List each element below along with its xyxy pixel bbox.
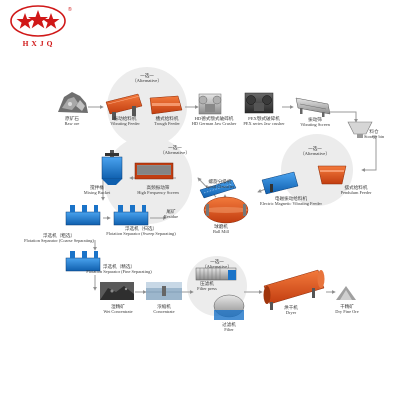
logo-text: HXJQ bbox=[22, 39, 56, 48]
wet-concentrate-image bbox=[100, 282, 134, 300]
registered-mark: ® bbox=[68, 6, 72, 13]
background-bubbles bbox=[104, 67, 353, 316]
alternative-label-4: 一选一（Alternative） bbox=[202, 259, 232, 270]
vibrating-screen-machine bbox=[295, 97, 331, 117]
filter-press-machine bbox=[195, 267, 237, 281]
pex-jaw-crusher-machine bbox=[244, 92, 274, 114]
pendulum-feeder-machine bbox=[317, 165, 347, 185]
ball-mill-machine bbox=[203, 196, 249, 224]
label-flotation-fine: 浮选机（精选）Flotation Separator (Fine Separat… bbox=[86, 264, 152, 274]
star-icon bbox=[16, 13, 34, 29]
alternative-label-1: 一选一（Alternative） bbox=[132, 73, 162, 84]
high-frequency-screen-machine bbox=[134, 162, 174, 180]
trough-feeder-machine bbox=[149, 95, 183, 115]
em-vibrating-feeder-machine bbox=[261, 171, 299, 195]
star-icon bbox=[28, 10, 48, 29]
star-icon bbox=[42, 13, 60, 29]
hd-jaw-crusher-machine bbox=[198, 93, 222, 115]
label-flotation-coarse: 浮选机（粗选）Flotation Separator (Coarse Separ… bbox=[24, 233, 94, 243]
flotation-sweep-machine bbox=[113, 205, 149, 226]
alternative-label-3: 一选一（Alternative） bbox=[160, 145, 190, 156]
concentrate-tank-image bbox=[146, 282, 182, 300]
spiral-classifier-machine bbox=[199, 179, 237, 199]
flotation-fine-machine bbox=[65, 251, 101, 272]
raw-ore-image bbox=[58, 92, 88, 113]
storage-bin-icon bbox=[347, 121, 373, 138]
alternative-label-2: 一选一（Alternative） bbox=[300, 146, 330, 157]
filter-machine bbox=[213, 294, 245, 320]
vibrating-feeder-machine bbox=[105, 93, 143, 120]
dryer-machine bbox=[263, 269, 325, 310]
dry-fine-ore-image bbox=[336, 286, 356, 300]
label-flotation-sweep: 浮选机（扫选）Flotation Separator (Sweep Separa… bbox=[106, 226, 176, 236]
company-logo: ® bbox=[10, 5, 72, 37]
flotation-coarse-machine bbox=[65, 205, 101, 226]
mixing-bucket-machine bbox=[101, 150, 123, 185]
